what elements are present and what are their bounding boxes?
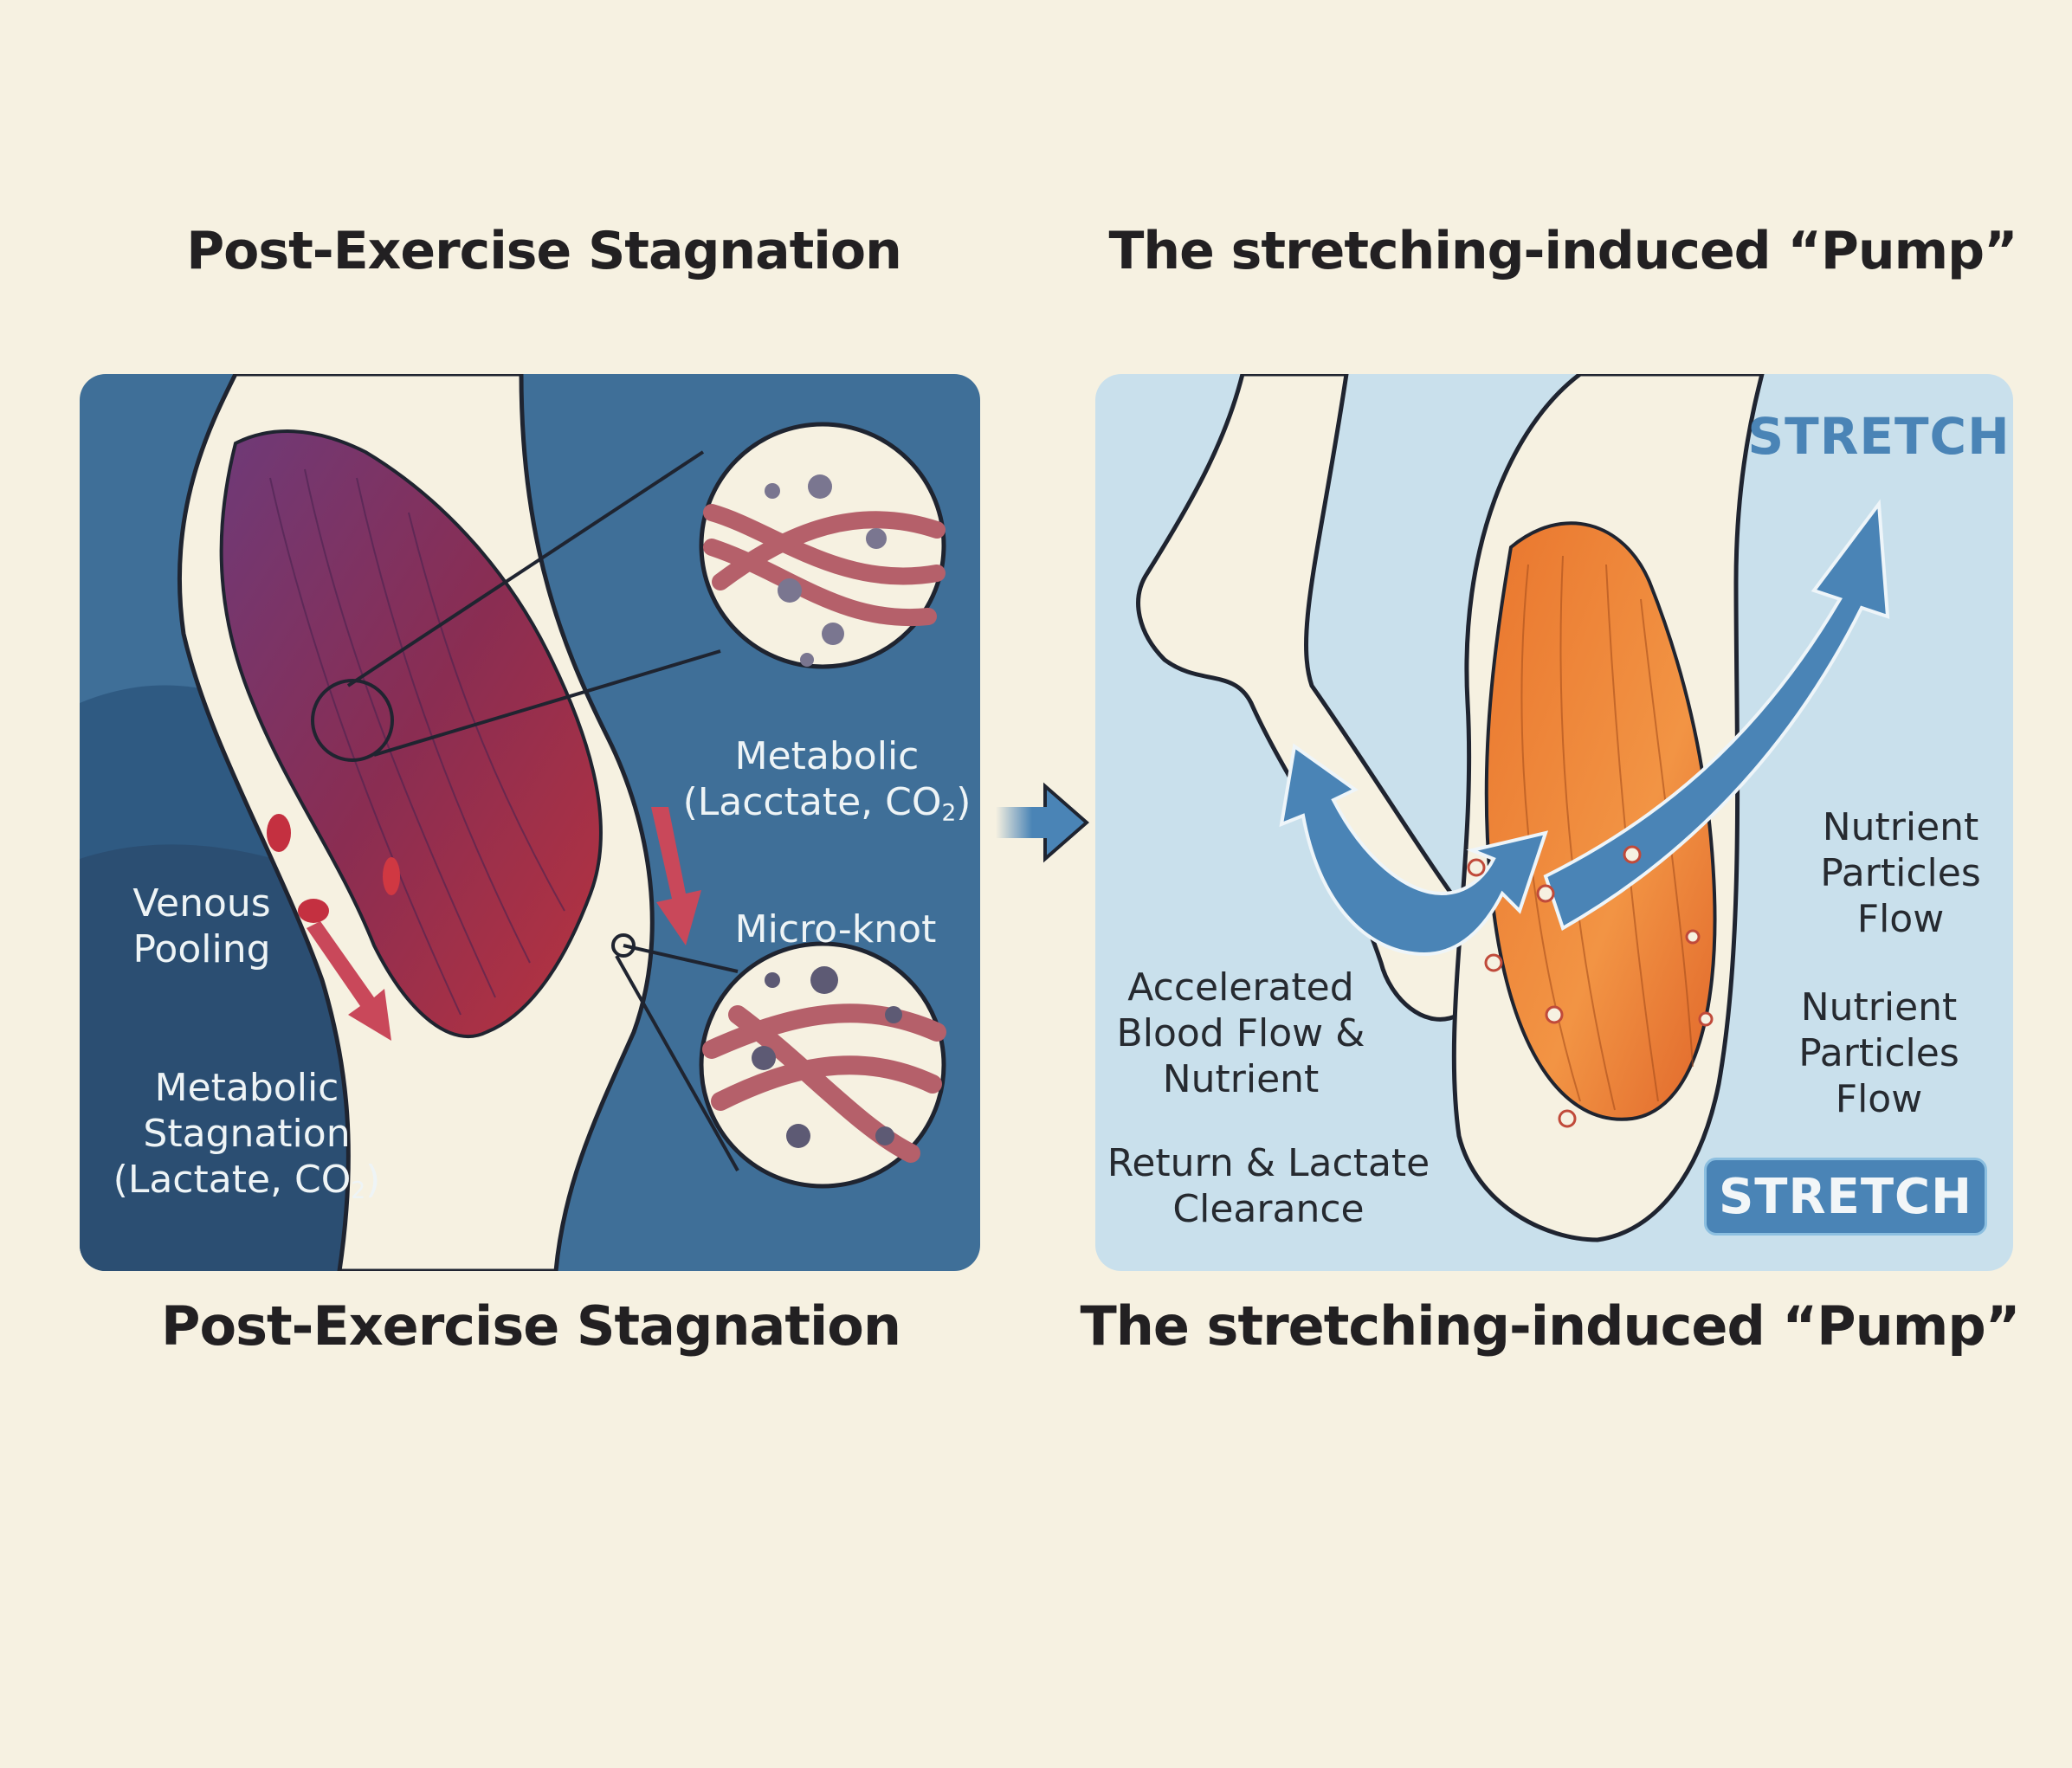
lactate-clearance-label: Return & Lactate Clearance — [1107, 1141, 1430, 1231]
nutrient-particles-flow-label-1: Nutrient Particles Flow — [1820, 805, 1981, 941]
down-arrow-icon — [651, 807, 701, 945]
zoom-source-2 — [611, 933, 636, 958]
metabolic-stagnation-label: Metabolic Stagnation (Lactate, CO2) — [113, 1066, 381, 1204]
pump-panel: Nutrient Particles Flow Nutrient Particl… — [1095, 374, 2013, 1271]
stretch-button[interactable]: STRETCH — [1704, 1158, 1987, 1236]
nutrient-particles-flow-label-2: Nutrient Particles Flow — [1798, 985, 1959, 1121]
knot-spot — [267, 814, 291, 852]
stretch-heading: STRETCH — [1747, 407, 2011, 466]
metabolic-label: Metabolic (Lacctate, CO2) — [683, 733, 971, 836]
zoom-source-1 — [311, 679, 394, 762]
metabolic-label-line2: (Lacctate, CO2) — [682, 780, 971, 827]
knot-spot — [298, 899, 329, 923]
stretch-curve-arrow-icon — [1543, 499, 1890, 931]
muscle — [219, 429, 603, 1038]
right-title-bottom: The stretching-induced “Pump” — [1080, 1294, 2020, 1358]
venous-pooling-label: Venous Pooling — [132, 881, 271, 971]
nutrient-particles — [1467, 845, 1714, 1128]
right-title-top: The stretching-induced “Pump” — [1108, 221, 2017, 281]
muscle — [1484, 521, 1717, 1121]
metabolic-label-line1: Metabolic — [734, 734, 920, 778]
stagnation-illustration — [80, 374, 946, 1271]
pump-illustration — [1136, 374, 1890, 1242]
magnified-fibers-2 — [699, 941, 946, 1189]
knot-spot — [383, 857, 400, 895]
magnified-fibers-1 — [699, 422, 946, 669]
micro-knot-label: Micro-knot — [734, 907, 937, 952]
down-arrow-icon — [307, 921, 391, 1041]
right-arrow-icon — [996, 782, 1090, 863]
stagnation-panel: Metabolic (Lacctate, CO2) Micro-knot Ven… — [80, 374, 980, 1271]
blood-flow-arrow-icon — [1279, 743, 1549, 957]
accelerated-blood-flow-label: Accelerated Blood Flow & Nutrient — [1116, 965, 1365, 1101]
left-title-top: Post-Exercise Stagnation — [186, 221, 902, 281]
left-title-bottom: Post-Exercise Stagnation — [161, 1294, 901, 1358]
